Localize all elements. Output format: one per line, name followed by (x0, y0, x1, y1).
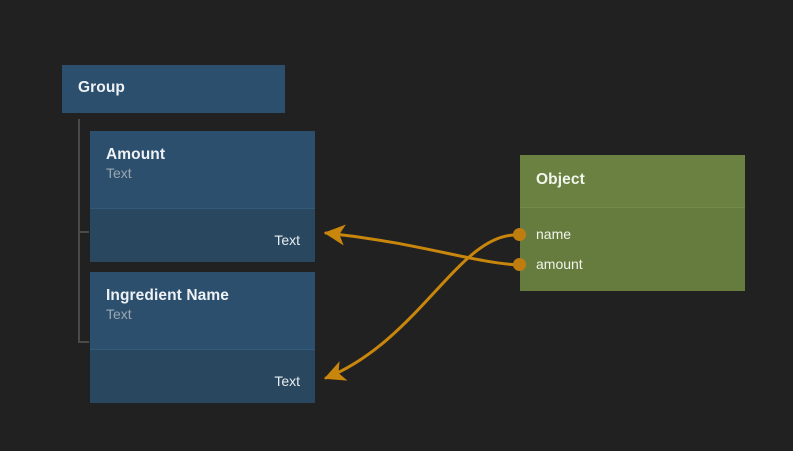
node-amount-body: Text (90, 208, 315, 262)
node-object-port-amount[interactable]: amount (536, 256, 583, 272)
group-node-title: Group (78, 79, 125, 96)
node-object-header: Object (520, 155, 745, 207)
node-object-body: name amount (520, 207, 745, 291)
node-ingredient-name-header: Ingredient Name Text (90, 272, 315, 349)
tree-connector-stub-ingredient (78, 341, 89, 343)
group-node[interactable]: Group (62, 65, 285, 113)
port-dot-amount[interactable] (513, 258, 526, 271)
node-amount-output-port-label[interactable]: Text (274, 232, 300, 248)
node-amount-title: Amount (106, 146, 166, 163)
node-object-title: Object (536, 171, 585, 188)
node-ingredient-name-subtitle: Text (106, 306, 132, 322)
node-object-port-name[interactable]: name (536, 226, 572, 242)
node-amount-subtitle: Text (106, 165, 132, 181)
node-amount[interactable]: Amount Text Text (90, 131, 315, 262)
node-amount-header: Amount Text (90, 131, 315, 208)
node-ingredient-name-title: Ingredient Name (106, 287, 229, 304)
node-ingredient-name[interactable]: Ingredient Name Text Text (90, 272, 315, 403)
node-object[interactable]: Object name amount (520, 155, 745, 291)
tree-connector-stub-amount (78, 231, 89, 233)
edge-amount-to-amount-text (323, 224, 520, 267)
port-dot-name[interactable] (513, 228, 526, 241)
edge-name-to-ingredient-text (324, 233, 520, 381)
node-ingredient-name-output-port-label[interactable]: Text (274, 373, 300, 389)
group-node-header: Group (62, 65, 285, 97)
node-ingredient-name-body: Text (90, 349, 315, 403)
